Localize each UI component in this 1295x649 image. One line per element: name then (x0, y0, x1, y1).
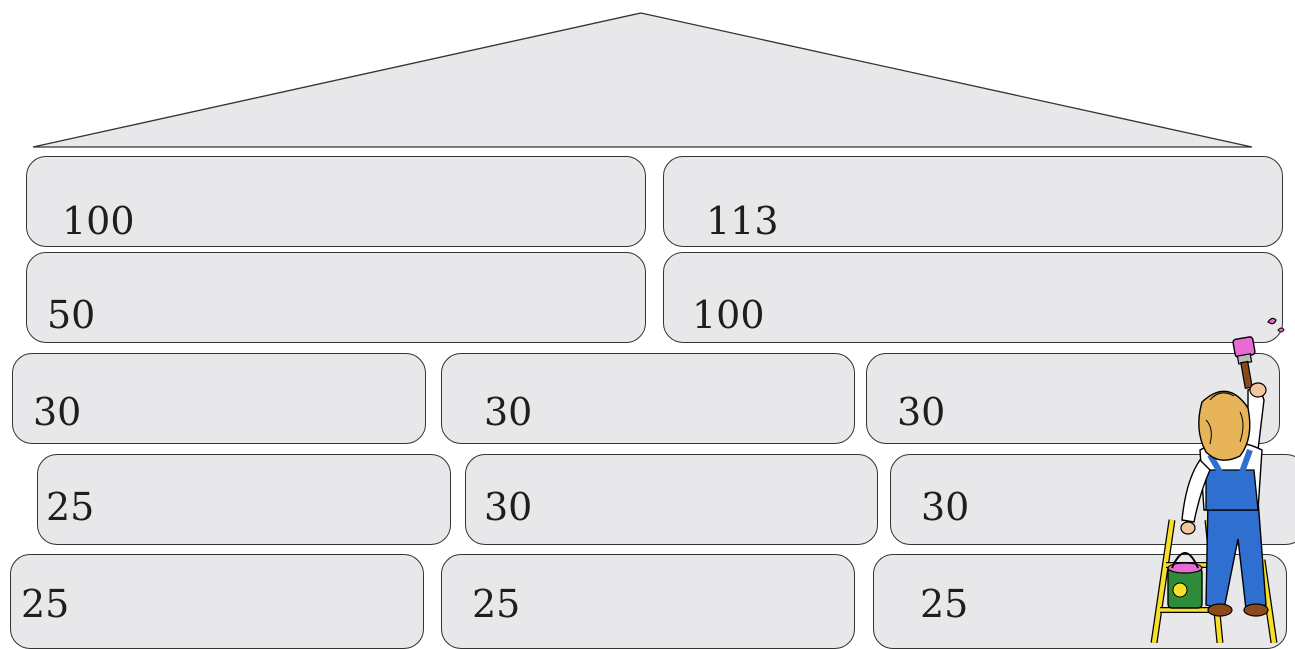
brick-r3-c1: 30 (12, 353, 426, 444)
brick-value: 30 (897, 393, 945, 431)
brick-value: 50 (47, 296, 95, 334)
brick-r3-c2: 30 (441, 353, 855, 444)
brick-value: 25 (920, 585, 968, 623)
brick-r1-c2: 113 (663, 156, 1283, 247)
brick-value: 100 (62, 202, 135, 240)
brick-r5-c1: 25 (10, 554, 424, 649)
brick-value: 30 (33, 393, 81, 431)
brick-value: 100 (692, 296, 765, 334)
brick-r1-c1: 100 (26, 156, 646, 247)
brick-value: 30 (484, 488, 532, 526)
brick-r5-c2: 25 (441, 554, 855, 649)
painter-illustration (1150, 310, 1295, 643)
brick-value: 30 (484, 393, 532, 431)
brick-value: 25 (21, 585, 69, 623)
brick-value: 30 (921, 488, 969, 526)
brick-r2-c1: 50 (26, 252, 646, 343)
paintbrush-icon (1233, 336, 1256, 388)
brick-r4-c1: 25 (37, 454, 451, 545)
brick-value: 113 (706, 202, 779, 240)
paint-can-icon (1168, 553, 1202, 608)
roof (0, 0, 1295, 160)
brick-value: 25 (46, 488, 94, 526)
brick-r4-c2: 30 (465, 454, 878, 545)
brick-value: 25 (472, 585, 520, 623)
